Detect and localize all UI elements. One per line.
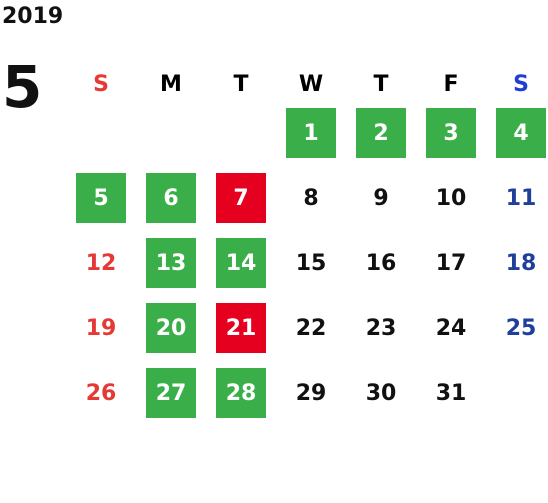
calendar-day-21[interactable]: 21 (216, 303, 266, 353)
calendar-empty-cell (76, 108, 126, 158)
calendar-day-1[interactable]: 1 (286, 108, 336, 158)
calendar-day-3[interactable]: 3 (426, 108, 476, 158)
calendar-month-number: 5 (2, 53, 43, 121)
calendar-day-20[interactable]: 20 (146, 303, 196, 353)
calendar-day-7[interactable]: 7 (216, 173, 266, 223)
calendar-day-31[interactable]: 31 (435, 380, 467, 406)
calendar-day-27[interactable]: 27 (146, 368, 196, 418)
calendar-day-22[interactable]: 22 (295, 315, 327, 341)
calendar-day-30[interactable]: 30 (365, 380, 397, 406)
calendar-day-14[interactable]: 14 (216, 238, 266, 288)
calendar-day-29[interactable]: 29 (295, 380, 327, 406)
calendar-day-6[interactable]: 6 (146, 173, 196, 223)
weekday-header-monday: M (160, 71, 182, 97)
calendar-day-18[interactable]: 18 (505, 250, 537, 276)
calendar-empty-cell (146, 108, 196, 158)
weekday-header-tuesday: T (233, 71, 249, 97)
calendar-day-19[interactable]: 19 (85, 315, 117, 341)
calendar-year: 2019 (2, 4, 64, 29)
calendar-day-16[interactable]: 16 (365, 250, 397, 276)
weekday-header-sunday: S (93, 71, 109, 97)
calendar-day-5[interactable]: 5 (76, 173, 126, 223)
calendar-day-2[interactable]: 2 (356, 108, 406, 158)
calendar-day-13[interactable]: 13 (146, 238, 196, 288)
weekday-header-wednesday: W (298, 71, 324, 97)
weekday-header-saturday: S (513, 71, 529, 97)
calendar-day-28[interactable]: 28 (216, 368, 266, 418)
calendar-day-12[interactable]: 12 (85, 250, 117, 276)
calendar-empty-cell (216, 108, 266, 158)
calendar-day-4[interactable]: 4 (496, 108, 546, 158)
weekday-header-thursday: T (373, 71, 389, 97)
calendar-day-23[interactable]: 23 (365, 315, 397, 341)
calendar-day-26[interactable]: 26 (85, 380, 117, 406)
calendar-day-8[interactable]: 8 (303, 185, 319, 211)
calendar-day-11[interactable]: 11 (505, 185, 537, 211)
calendar-day-9[interactable]: 9 (373, 185, 389, 211)
calendar-day-25[interactable]: 25 (505, 315, 537, 341)
weekday-header-friday: F (443, 71, 459, 97)
calendar-day-15[interactable]: 15 (295, 250, 327, 276)
calendar-day-10[interactable]: 10 (435, 185, 467, 211)
calendar-day-17[interactable]: 17 (435, 250, 467, 276)
calendar-day-24[interactable]: 24 (435, 315, 467, 341)
